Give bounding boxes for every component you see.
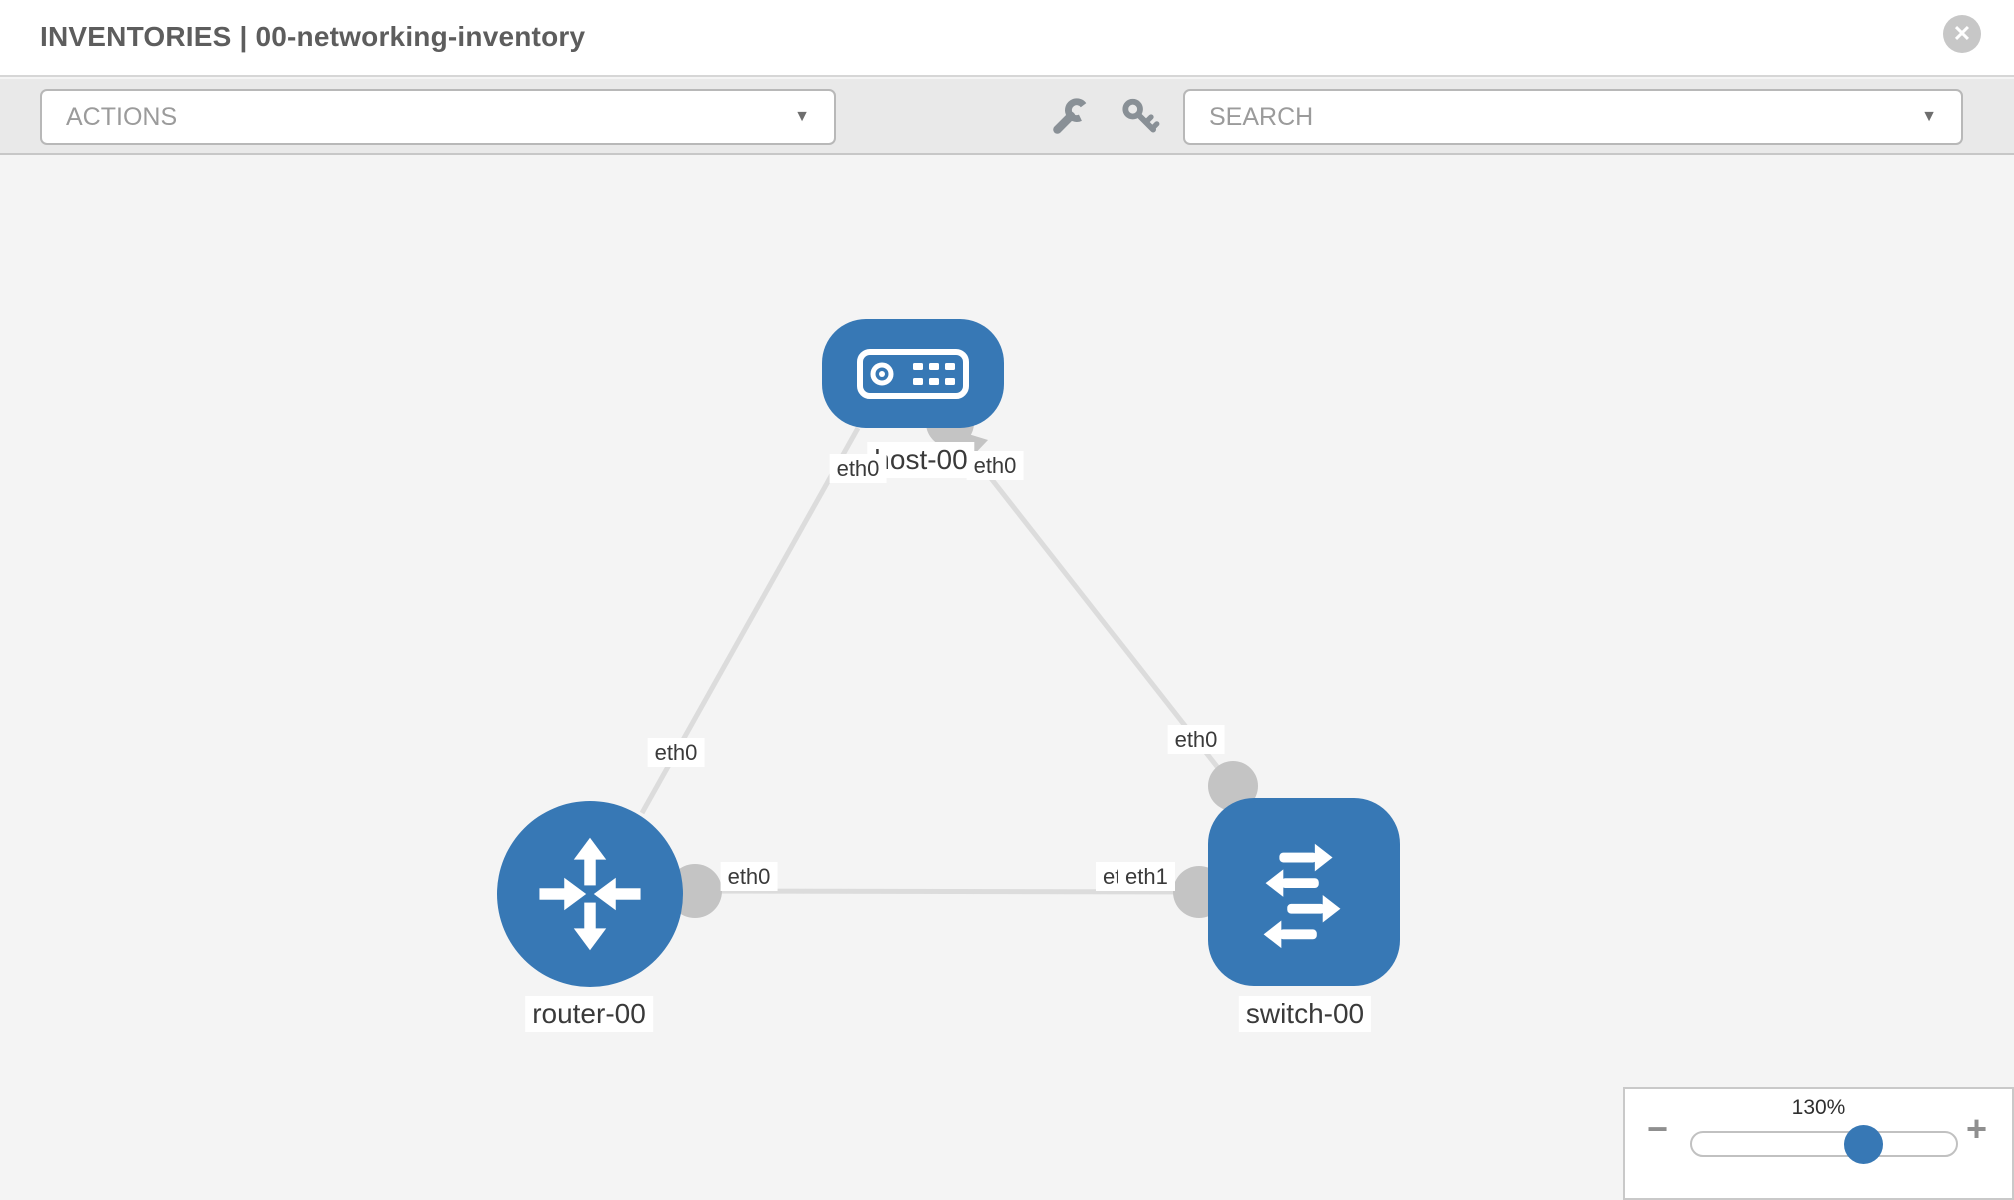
edge-router-switch[interactable] — [692, 888, 1201, 895]
key-icon[interactable] — [1119, 96, 1161, 138]
node-label-switch: switch-00 — [1238, 996, 1372, 1033]
page-title: INVENTORIES | 00-networking-inventory — [40, 21, 586, 52]
topology-canvas[interactable]: host-00 router-00 switch-00 eth0 eth0 et… — [0, 157, 2014, 1200]
host-icon — [857, 348, 969, 399]
switch-icon — [1263, 843, 1341, 949]
node-label-router: router-00 — [525, 996, 653, 1033]
router-icon — [539, 837, 641, 951]
chevron-down-icon: ▼ — [794, 108, 810, 125]
node-host-00[interactable] — [822, 319, 1004, 428]
interface-label-host-right: eth0 — [966, 451, 1024, 481]
interface-label-switch-lan: eth1 — [1118, 862, 1175, 892]
interface-label-host-left: eth0 — [829, 454, 887, 484]
interface-label-router-uplink: eth0 — [647, 738, 705, 768]
node-router-00[interactable] — [497, 801, 683, 987]
close-button[interactable]: ✕ — [1943, 15, 1981, 53]
search-dropdown[interactable]: SEARCH ▼ — [1183, 89, 1963, 145]
actions-dropdown[interactable]: ACTIONS ▼ — [40, 89, 836, 145]
interface-label-switch-uplink: eth0 — [1167, 725, 1225, 755]
zoom-in-button[interactable]: + — [1966, 1108, 1988, 1149]
toolbar: ACTIONS ▼ SEARCH ▼ — [0, 79, 2014, 155]
header-bar: INVENTORIES | 00-networking-inventory ✕ — [0, 0, 2014, 77]
zoom-slider-track[interactable] — [1690, 1131, 1958, 1157]
edges-layer — [639, 399, 1258, 918]
zoom-level: 130% — [1791, 1096, 1846, 1119]
zoom-slider-handle[interactable] — [1844, 1125, 1883, 1164]
wrench-icon[interactable] — [1049, 96, 1091, 138]
chevron-down-icon: ▼ — [1921, 108, 1937, 125]
close-icon: ✕ — [1952, 21, 1972, 46]
zoom-out-button[interactable]: − — [1647, 1108, 1669, 1149]
search-dropdown-label: SEARCH — [1209, 102, 1314, 131]
node-switch-00[interactable] — [1208, 798, 1400, 986]
actions-dropdown-label: ACTIONS — [66, 102, 178, 131]
zoom-widget: 130% − + — [1623, 1087, 2014, 1200]
interface-label-router-lan: eth0 — [720, 862, 778, 892]
